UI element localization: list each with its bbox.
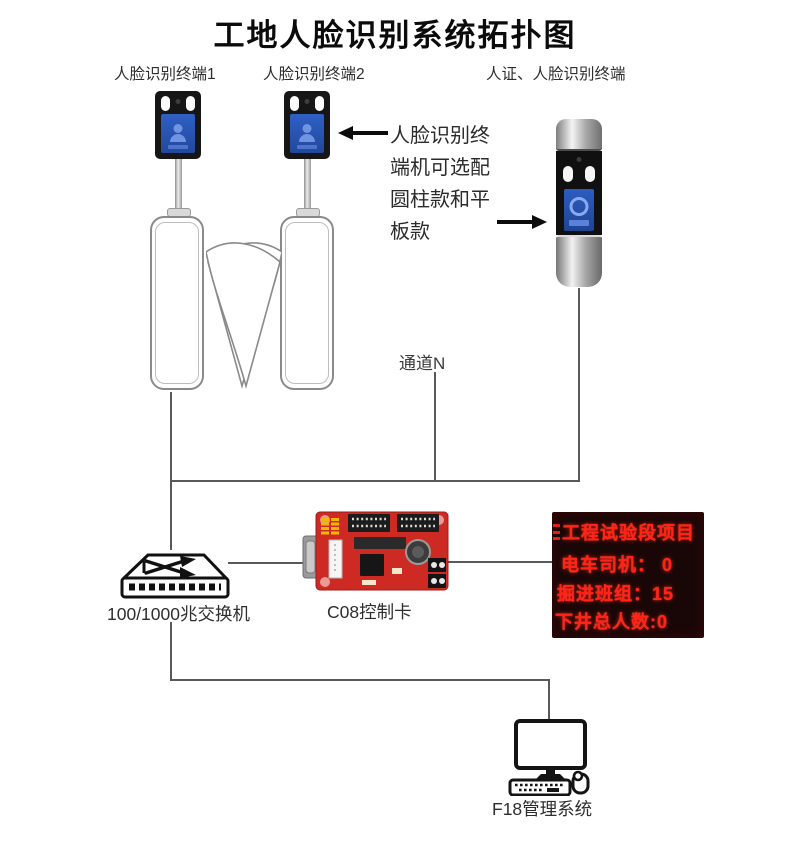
screen-text-bar bbox=[569, 220, 589, 226]
connector-line-computer bbox=[548, 679, 550, 720]
fill-light-icon bbox=[186, 96, 195, 111]
terminal-screen bbox=[161, 114, 195, 153]
switch-label: 100/1000兆交换机 bbox=[107, 604, 250, 624]
terminal-screen bbox=[564, 189, 594, 231]
computer-icon bbox=[508, 719, 590, 796]
fill-light-icon bbox=[315, 96, 324, 111]
annotation-line: 圆柱款和平 bbox=[390, 189, 490, 211]
control-card-label: C08控制卡 bbox=[327, 602, 412, 622]
led-text-line: 工程试验段项目 bbox=[562, 523, 695, 543]
fill-light-icon bbox=[290, 96, 299, 111]
cylinder-bottom-cap bbox=[556, 235, 602, 287]
fill-light-icon bbox=[161, 96, 170, 111]
terminal-1-pole bbox=[175, 158, 182, 214]
channel-label: 通道N bbox=[399, 354, 446, 373]
fill-light-icon bbox=[585, 166, 595, 182]
terminal-screen bbox=[290, 114, 324, 153]
label-terminal-2: 人脸识别终端2 bbox=[263, 66, 365, 83]
page-title: 工地人脸识别系统拓扑图 bbox=[213, 18, 577, 53]
management-system-label: F18管理系统 bbox=[492, 799, 593, 819]
connector-line-left-lower bbox=[170, 622, 172, 681]
terminal-2-pole bbox=[304, 158, 311, 214]
network-switch-icon bbox=[120, 553, 230, 599]
connector-line-card-led bbox=[446, 561, 552, 563]
connector-line-left-upper bbox=[170, 392, 172, 550]
turnstile-wing-flaps-icon bbox=[206, 242, 282, 389]
cylinder-top-cap bbox=[556, 119, 602, 151]
turnstile-right-pillar bbox=[280, 216, 334, 390]
camera-dot-icon bbox=[175, 99, 181, 104]
annotation-line: 板款 bbox=[390, 221, 430, 243]
screen-text-bar bbox=[168, 145, 188, 149]
led-clipped-glyph bbox=[553, 524, 560, 540]
annotation-text: 人脸识别终 端机可选配 圆柱款和平 板款 bbox=[390, 120, 490, 248]
face-silhouette-icon bbox=[299, 134, 315, 142]
control-card-icon bbox=[302, 511, 449, 591]
led-display-panel: 工程试验段项目 电车司机： 0 掘进班组：15 下井总人数:0 bbox=[552, 512, 704, 638]
face-terminal-2-icon bbox=[284, 91, 330, 159]
connector-line-switch-card bbox=[228, 562, 304, 564]
label-cylinder-terminal: 人证、人脸识别终端 bbox=[486, 66, 626, 83]
scan-circle-icon bbox=[569, 197, 589, 216]
cylinder-terminal-icon bbox=[556, 119, 602, 287]
led-text-line: 电车司机： 0 bbox=[561, 555, 674, 575]
screen-text-bar bbox=[297, 145, 317, 149]
face-silhouette-icon bbox=[302, 124, 312, 133]
face-silhouette-icon bbox=[173, 124, 183, 133]
arrow-left-icon bbox=[338, 126, 388, 140]
turnstile-left-pillar bbox=[150, 216, 204, 390]
connector-line-cylinder bbox=[578, 288, 580, 482]
led-text-line: 下井总人数:0 bbox=[555, 612, 669, 632]
label-terminal-1: 人脸识别终端1 bbox=[114, 66, 216, 83]
annotation-line: 人脸识别终 bbox=[390, 125, 490, 147]
connector-line-bottom bbox=[170, 679, 550, 681]
camera-dot-icon bbox=[576, 157, 582, 162]
connector-line-trunk bbox=[170, 480, 580, 482]
arrow-right-icon bbox=[497, 215, 547, 229]
connector-line-channel bbox=[434, 372, 436, 482]
cylinder-body bbox=[556, 151, 602, 235]
face-terminal-1-icon bbox=[155, 91, 201, 159]
camera-dot-icon bbox=[304, 99, 310, 104]
fill-light-icon bbox=[563, 166, 573, 182]
led-text-line: 掘进班组：15 bbox=[557, 584, 675, 604]
annotation-line: 端机可选配 bbox=[390, 157, 490, 179]
face-silhouette-icon bbox=[170, 134, 186, 142]
